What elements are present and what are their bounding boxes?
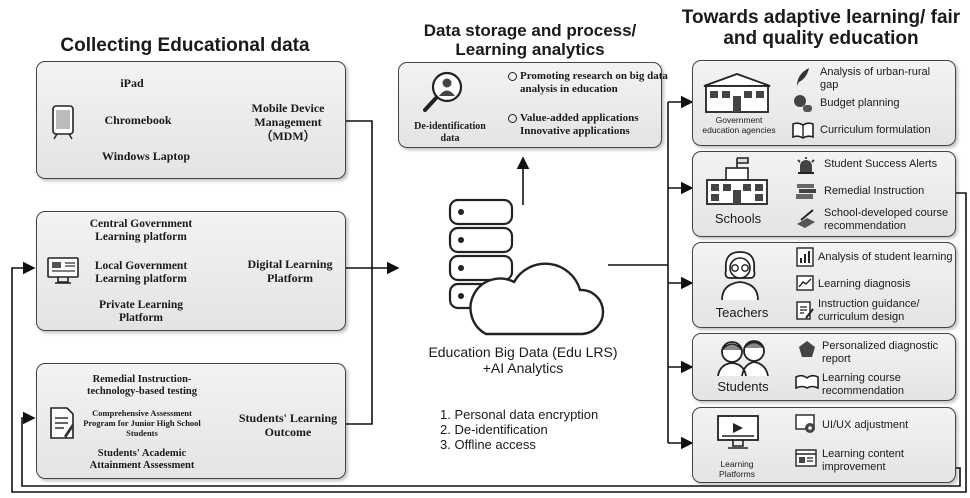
teacher-item-guidance: Instruction guidance/ curriculum design [818, 298, 920, 323]
analytics-item-text: Promoting research on big data analysis … [520, 70, 668, 95]
platform-target: Digital Learning Platform [247, 257, 333, 285]
stakeholder-name-platforms: Learning Platforms [719, 459, 755, 479]
source-local-government: Local Government Learning platform [94, 260, 188, 286]
school-icon [706, 157, 768, 205]
analytics-item-research: Promoting research on big data analysis … [508, 70, 672, 95]
coins-icon [794, 95, 812, 112]
source-central-government: Central Government Learning platform [89, 218, 193, 244]
teacher-item-diagnosis: Learning diagnosis [818, 278, 911, 290]
mdm-group-box [36, 61, 346, 179]
building-icon [703, 73, 771, 113]
magnifier-person-icon [423, 71, 463, 112]
open-book-recommend-icon [795, 374, 819, 389]
gov-item-curriculum: Curriculum formulation [820, 124, 931, 136]
source-comprehensive-assessment: Comprehensive Assessment Program for Jun… [83, 408, 201, 438]
platform-item-content: Learning content improvement [822, 448, 904, 473]
book-pen-icon [797, 209, 815, 228]
teacher-item-analysis: Analysis of student learning [818, 251, 953, 263]
heading-collecting: Collecting Educational data [60, 35, 310, 56]
chart-icon [796, 275, 814, 291]
stakeholder-name-students: Students [717, 379, 769, 394]
center-item-deidentification: 2. De-identification [440, 422, 548, 437]
bar-report-icon [796, 247, 814, 267]
platform-item-uiux: UI/UX adjustment [822, 419, 909, 431]
clipboard-pen-icon [796, 301, 814, 320]
center-title: Education Big Data (Edu LRS) +AI Analyti… [428, 344, 618, 377]
document-icon [50, 407, 74, 439]
deidentification-caption: De-identification data [414, 121, 486, 144]
gov-item-urban-rural: Analysis of urban-rural gap [820, 66, 931, 91]
device-windows-laptop: Windows Laptop [101, 149, 191, 163]
heading-storage: Data storage and process/ Learning analy… [423, 21, 637, 59]
heading-towards: Towards adaptive learning/ fair and qual… [681, 7, 961, 49]
center-item-offline: 3. Offline access [440, 437, 536, 452]
school-item-alerts: Student Success Alerts [824, 158, 938, 170]
outcome-group-box [36, 363, 346, 479]
source-private-platform: Private Learning Platform [99, 299, 183, 325]
school-item-course: School-developed course recommendation [824, 207, 949, 232]
center-item-encryption: 1. Personal data encryption [440, 407, 599, 422]
student-item-course: Learning course recommendation [822, 372, 904, 397]
analytics-item-text: Value-added applications Innovative appl… [520, 112, 639, 137]
gov-item-budget: Budget planning [820, 97, 900, 109]
monitor-icon [47, 257, 79, 284]
bullet-icon [508, 114, 517, 123]
stakeholder-name-teachers: Teachers [715, 305, 769, 320]
tablet-icon [52, 105, 74, 140]
device-ipad: iPad [120, 76, 144, 90]
student-item-report: Personalized diagnostic report [822, 340, 939, 365]
alert-icon [797, 157, 815, 174]
outcome-target: Students' Learning Outcome [238, 411, 338, 439]
pentagon-badge-icon [799, 341, 815, 357]
analytics-item-applications: Value-added applications Innovative appl… [508, 112, 672, 137]
learning-platform-icon [717, 415, 759, 449]
content-window-icon [795, 449, 817, 467]
gear-window-icon [795, 414, 815, 433]
students-icon [717, 340, 769, 376]
database-cloud-icon [448, 198, 605, 336]
device-chromebook: Chromebook [104, 113, 172, 127]
mdm-target: Mobile Device Management （MDM） [251, 101, 325, 143]
open-book-icon [792, 122, 814, 139]
stakeholder-name-schools: Schools [714, 211, 762, 226]
source-remedial-testing: Remedial Instruction-technology-based te… [87, 374, 197, 398]
school-item-remedial: Remedial Instruction [824, 185, 925, 197]
platform-group-box [36, 211, 346, 331]
stakeholder-name-government: Government education agencies [702, 115, 776, 135]
bullet-icon [508, 72, 517, 81]
source-attainment-assessment: Students' Academic Attainment Assessment [89, 448, 195, 472]
quill-icon [797, 68, 809, 86]
teacher-icon [721, 251, 759, 301]
books-stack-icon [796, 184, 816, 199]
